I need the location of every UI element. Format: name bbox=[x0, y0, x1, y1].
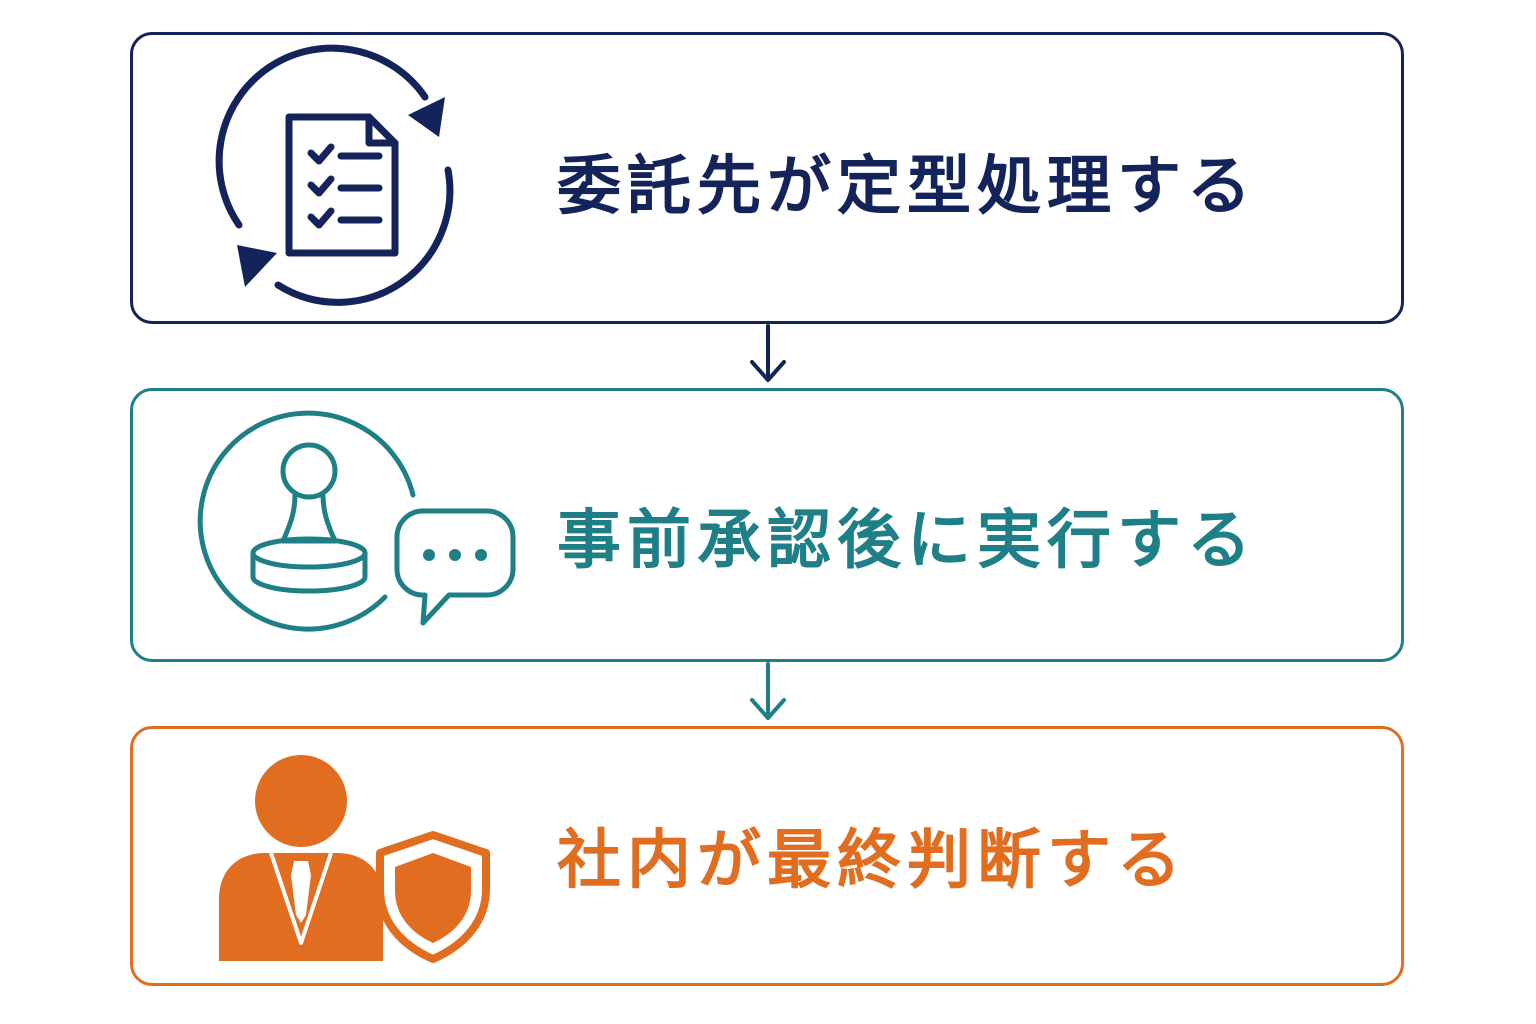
step-3-label: 社内が最終判断する bbox=[557, 824, 1187, 898]
step-box-3: 社内が最終判断する bbox=[130, 726, 1404, 986]
person-shield-icon bbox=[219, 755, 490, 963]
arrow-down-icon bbox=[750, 662, 786, 720]
stamp-speech-bubble-icon bbox=[197, 410, 516, 632]
step-1-label: 委託先が定型処理する bbox=[557, 150, 1257, 224]
step-box-2: 事前承認後に実行する bbox=[130, 388, 1404, 662]
step-box-1: 委託先が定型処理する bbox=[130, 32, 1404, 324]
arrow-down-icon bbox=[750, 324, 786, 382]
checklist-cycle-icon bbox=[215, 44, 454, 306]
step-2-label: 事前承認後に実行する bbox=[557, 504, 1257, 578]
